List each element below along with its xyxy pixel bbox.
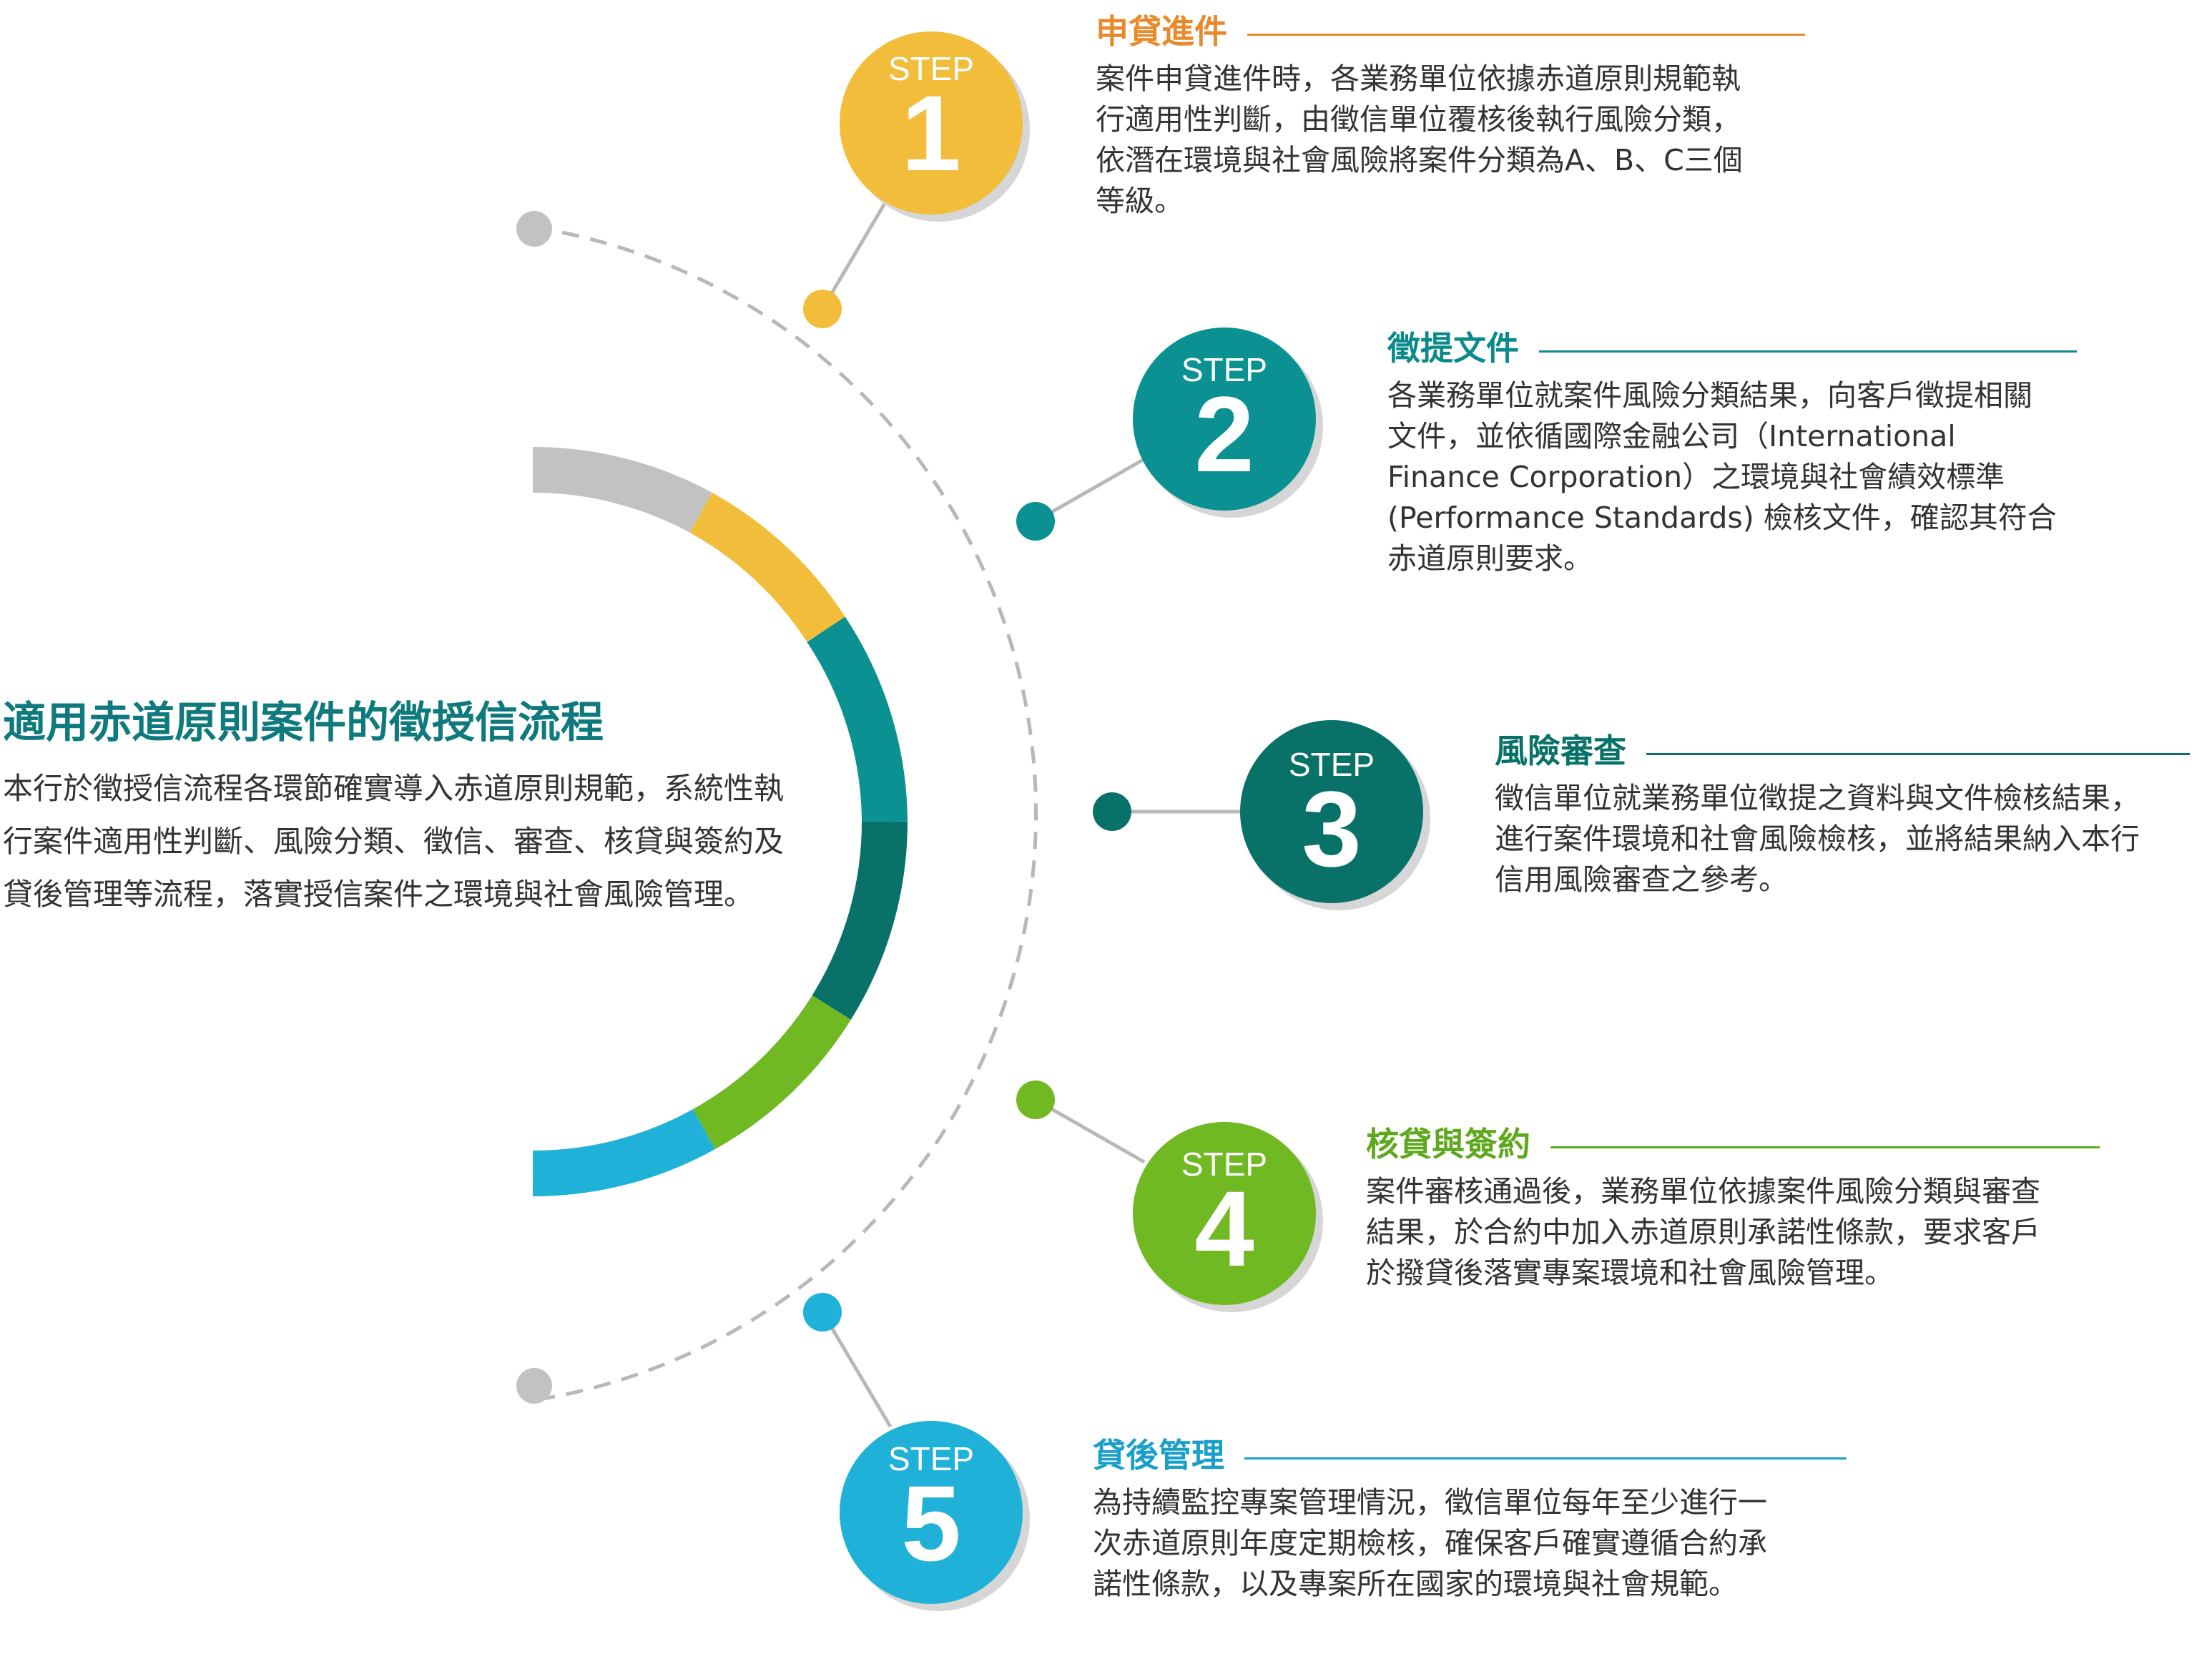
step-1-rule (1247, 33, 1805, 36)
step-2-circle (1133, 328, 1316, 511)
step-5-header: 貸後管理 (1093, 1428, 1865, 1478)
step-5-block: 貸後管理 為持續監控專案管理情況，徵信單位每年至少進行一 次赤道原則年度定期檢核… (1093, 1428, 1865, 1605)
connector-step-5 (820, 1311, 893, 1428)
step-3-title: 風險審查 (1495, 732, 1626, 770)
step-5-line: 諾性條款，以及專案所在國家的環境與社會規範。 (1093, 1567, 1738, 1601)
step-2-line: Finance Corporation）之環境與社會績效標準 (1387, 460, 2005, 494)
step-3-rule (1646, 752, 2190, 755)
step-3-header: 風險審查 (1495, 724, 2210, 774)
step-5-circle (840, 1421, 1023, 1604)
arc-segment-dark-teal (812, 821, 908, 1020)
step-1-number: 1 (901, 73, 960, 193)
step-2-badge: STEP 2 (1133, 328, 1323, 518)
step-2-description: 各業務單位就案件風險分類結果，向客戶徵提相關 文件，並依循國際金融公司（Inte… (1387, 375, 2117, 579)
step-4-circle (1133, 1122, 1316, 1305)
arc-segment-gray (532, 447, 712, 533)
step-1-line: 依潛在環境與社會風險將案件分類為A、B、C三個 (1096, 143, 1743, 177)
step-3-description: 徵信單位就業務單位徵提之資料與文件檢核結果， 進行案件環境和社會風險檢核，並將結… (1495, 778, 2210, 900)
step-4-header: 核貸與簽約 (1366, 1117, 2124, 1167)
step-1-badge: STEP 1 (840, 31, 1030, 222)
step-4-line: 案件審核通過後，業務單位依據案件風險分類與審查 (1366, 1174, 2040, 1208)
step-4-line: 於撥貸後落實專案環境和社會風險管理。 (1366, 1256, 1894, 1290)
main-title: 適用赤道原則案件的徵授信流程 (3, 698, 604, 748)
step-4-label: STEP (1181, 1146, 1267, 1183)
arc-segment-teal (807, 616, 908, 822)
step-2-number: 2 (1194, 374, 1254, 494)
step-2-rule (1539, 350, 2077, 353)
step-3-line: 信用風險審查之參考。 (1495, 862, 1788, 897)
node-dot-step-2 (1016, 502, 1055, 541)
step-2-header: 徵提文件 (1387, 321, 2117, 371)
main-description: 本行於徵授信流程各環節確實導入赤道原則規範，系統性執行案件適用性判斷、風險分類、… (3, 771, 785, 912)
step-5-badge: STEP 5 (840, 1421, 1030, 1611)
node-dot-step-5 (803, 1293, 842, 1331)
step-1-title: 申貸進件 (1096, 12, 1227, 51)
step-2-block: 徵提文件 各業務單位就案件風險分類結果，向客戶徵提相關 文件，並依循國際金融公司… (1387, 321, 2117, 579)
arc-end-dot-top (516, 211, 552, 247)
step-5-rule (1244, 1457, 1847, 1459)
step-4-badge: STEP 4 (1133, 1122, 1323, 1312)
node-dot-step-4 (1016, 1080, 1055, 1119)
step-4-title: 核貸與簽約 (1366, 1125, 1530, 1163)
step-4-rule (1550, 1146, 2100, 1148)
step-1-block: 申貸進件 案件申貸進件時，各業務單位依據赤道原則規範執 行適用性判斷，由徵信單位… (1096, 4, 1825, 222)
arc-segment-yellow (689, 492, 845, 642)
step-2-label: STEP (1181, 351, 1267, 388)
arc-segment-blue (532, 1108, 715, 1197)
connector-step-1 (820, 192, 893, 310)
segmented-arc (532, 447, 908, 1197)
connector-step-2 (1034, 457, 1146, 523)
step-1-line: 行適用性判斷，由徵信單位覆核後執行風險分類， (1096, 102, 1741, 137)
step-4-block: 核貸與簽約 案件審核通過後，業務單位依據案件風險分類與審查 結果，於合約中加入赤… (1366, 1117, 2124, 1294)
step-5-label: STEP (888, 1440, 974, 1477)
step-4-description: 案件審核通過後，業務單位依據案件風險分類與審查 結果，於合約中加入赤道原則承諾性… (1366, 1171, 2124, 1294)
step-2-line: (Performance Standards) 檢核文件，確認其符合 (1387, 501, 2057, 535)
step-4-number: 4 (1194, 1168, 1254, 1289)
step-2-title: 徵提文件 (1387, 329, 1519, 368)
step-1-header: 申貸進件 (1096, 4, 1825, 54)
step-4-line: 結果，於合約中加入赤道原則承諾性條款，要求客戶 (1366, 1215, 2040, 1249)
step-5-number: 5 (901, 1463, 960, 1583)
connector-step-4 (1034, 1098, 1146, 1164)
step-3-badge: STEP 3 (1240, 720, 1430, 910)
arc-end-dot-bottom (516, 1368, 552, 1404)
step-1-line: 等級。 (1096, 184, 1184, 218)
arc-segment-green (692, 995, 851, 1150)
step-3-label: STEP (1289, 746, 1375, 783)
step-2-line: 各業務單位就案件風險分類結果，向客戶徵提相關 (1387, 378, 2032, 413)
node-dot-step-3 (1093, 792, 1131, 831)
step-3-circle (1240, 720, 1423, 903)
dashed-arc (534, 225, 1038, 1402)
step-1-line: 案件申貸進件時，各業務單位依據赤道原則規範執 (1096, 61, 1741, 96)
step-5-title: 貸後管理 (1093, 1436, 1224, 1475)
step-5-line: 為持續監控專案管理情況，徵信單位每年至少進行一 (1093, 1485, 1767, 1520)
step-3-line: 徵信單位就業務單位徵提之資料與文件檢核結果， (1495, 781, 2140, 815)
step-3-number: 3 (1302, 769, 1361, 889)
step-2-line: 赤道原則要求。 (1387, 541, 1593, 576)
step-3-line: 進行案件環境和社會風險檢核，並將結果納入本行 (1495, 822, 2140, 856)
step-1-circle (840, 31, 1023, 215)
step-2-line: 文件，並依循國際金融公司（International (1387, 419, 1956, 453)
step-5-line: 次赤道原則年度定期檢核，確保客戶確實遵循合約承 (1093, 1526, 1767, 1560)
step-5-description: 為持續監控專案管理情況，徵信單位每年至少進行一 次赤道原則年度定期檢核，確保客戶… (1093, 1482, 1865, 1605)
step-1-description: 案件申貸進件時，各業務單位依據赤道原則規範執 行適用性判斷，由徵信單位覆核後執行… (1096, 59, 1825, 222)
node-dot-step-1 (803, 290, 842, 328)
step-1-label: STEP (888, 50, 974, 87)
step-3-block: 風險審查 徵信單位就業務單位徵提之資料與文件檢核結果， 進行案件環境和社會風險檢… (1495, 724, 2210, 900)
